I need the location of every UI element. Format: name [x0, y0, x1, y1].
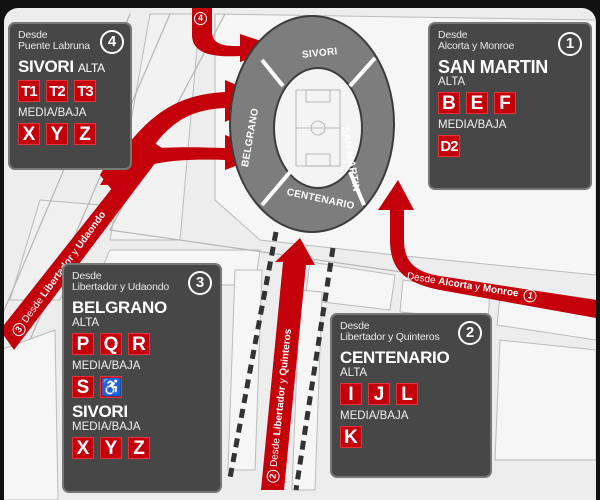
gate-badge: T3	[74, 80, 96, 102]
gate-badge: K	[340, 426, 362, 448]
route-number-badge: 1	[558, 32, 582, 56]
origin-line: Libertador y Quinteros	[340, 331, 440, 343]
gate-badge: X	[72, 437, 94, 459]
origin-line: Puente Labruna	[18, 40, 90, 52]
gate-badge: F	[494, 92, 516, 114]
info-box-alcorta-monroe: 1 Desde Alcorta y Monroe SAN MARTIN ALTA…	[428, 22, 592, 190]
gate-badge: B	[438, 92, 460, 114]
route-2-arrow	[261, 238, 315, 490]
info-box-libertador-quinteros: 2 Desde Libertador y Quinteros CENTENARI…	[330, 313, 492, 478]
level-label: MEDIA/BAJA	[18, 107, 87, 119]
sector-name: SAN MARTIN	[438, 57, 548, 77]
level-label: MEDIA/BAJA	[340, 410, 409, 422]
gate-badge: J	[368, 383, 390, 405]
wheelchair-icon: ♿	[100, 376, 123, 398]
stadium-access-map: SIVORI SAN MARTIN CENTENARIO BELGRANO De…	[4, 8, 596, 500]
football-pitch	[295, 89, 341, 167]
gate-badge: S	[72, 376, 94, 398]
city-block	[494, 339, 596, 461]
origin-line: Libertador y Udaondo	[72, 281, 169, 293]
city-block	[4, 329, 59, 500]
gate-badge: R	[128, 333, 150, 355]
level-label: ALTA	[72, 317, 100, 329]
gate-badge: Q	[100, 333, 122, 355]
level-label: ALTA	[438, 76, 466, 88]
gate-badge: I	[340, 383, 362, 405]
rail-line	[227, 231, 279, 479]
gate-badge: T2	[46, 80, 68, 102]
route-number-badge: 4	[100, 30, 124, 54]
gate-badge: Z	[74, 123, 96, 145]
gate-badge: D2	[438, 135, 460, 157]
gate-badge: L	[396, 383, 418, 405]
sector-name: SIVORI	[72, 402, 128, 421]
stadium	[229, 15, 395, 233]
gate-badge: Y	[100, 437, 122, 459]
city-block	[9, 199, 101, 301]
rail-line	[293, 247, 336, 491]
sector-name: BELGRANO	[72, 298, 167, 317]
route-number-badge: 2	[458, 321, 482, 345]
route-1-arrow	[378, 180, 596, 318]
level-label: ALTA	[340, 367, 368, 379]
origin-line: Desde	[18, 29, 48, 41]
gate-badge: X	[18, 123, 40, 145]
gate-badge: Z	[128, 437, 150, 459]
route-3-road	[4, 140, 165, 350]
city-block	[291, 289, 323, 491]
level-label: MEDIA/BAJA	[72, 421, 141, 433]
sector-name: SIVORI	[18, 57, 74, 76]
level-label: MEDIA/BAJA	[438, 119, 507, 131]
info-box-libertador-udaondo: 3 Desde Libertador y Udaondo BELGRANO AL…	[62, 263, 222, 493]
origin-line: Desde	[438, 29, 468, 41]
route-4-label: 4	[194, 12, 207, 25]
level-label: ALTA	[77, 61, 105, 75]
city-block	[227, 269, 263, 471]
level-label: MEDIA/BAJA	[72, 360, 141, 372]
origin-line: Desde	[72, 270, 102, 282]
gate-badge: P	[72, 333, 94, 355]
route-number-badge: 3	[188, 271, 212, 295]
sector-name: CENTENARIO	[340, 348, 450, 367]
origin-line: Alcorta y Monroe	[438, 40, 515, 52]
route-3-arrow-lower	[100, 135, 272, 190]
gate-badge: E	[466, 92, 488, 114]
gate-badge: Y	[46, 123, 68, 145]
gate-badge: T1	[18, 80, 40, 102]
origin-line: Desde	[340, 320, 370, 332]
